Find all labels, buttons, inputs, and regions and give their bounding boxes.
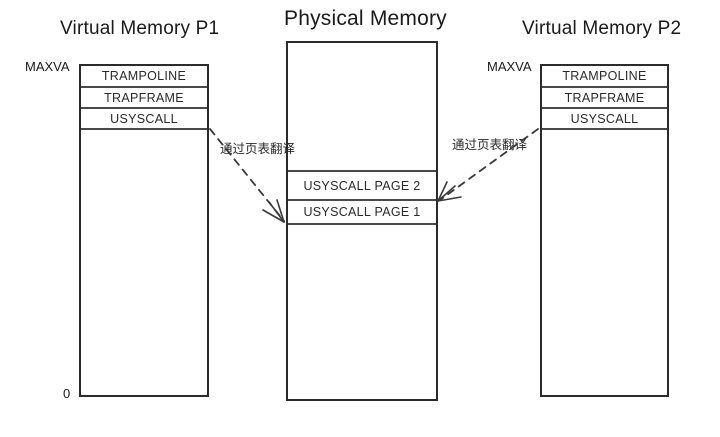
virtual-memory-p2-box: TRAMPOLINE TRAPFRAME USYSCALL xyxy=(540,64,669,397)
physical-memory-box: USYSCALL PAGE 2 USYSCALL PAGE 1 xyxy=(286,41,438,401)
physical-memory-title: Physical Memory xyxy=(284,7,447,30)
vm-p2-segment-usyscall: USYSCALL xyxy=(542,109,667,130)
maxva-label-p2: MAXVA xyxy=(487,59,532,74)
maxva-label-p1: MAXVA xyxy=(25,59,70,74)
pm-segment-usyscall-page-2: USYSCALL PAGE 2 xyxy=(288,170,436,201)
vm-p1-segment-usyscall: USYSCALL xyxy=(81,109,207,130)
vm-p2-segment-trampoline: TRAMPOLINE xyxy=(542,66,667,88)
vm-p1-segment-trampoline: TRAMPOLINE xyxy=(81,66,207,88)
vm-p1-segment-trapframe: TRAPFRAME xyxy=(81,88,207,109)
left-translation-annotation-label: 通过页表翻译 xyxy=(220,141,296,156)
right-translation-annotation-label: 通过页表翻译 xyxy=(452,137,528,152)
vm-p2-segment-trapframe: TRAPFRAME xyxy=(542,88,667,109)
zero-address-label-p1: 0 xyxy=(63,386,71,401)
virtual-memory-p1-title: Virtual Memory P1 xyxy=(60,18,220,39)
pm-segment-usyscall-page-1: USYSCALL PAGE 1 xyxy=(288,201,436,225)
virtual-memory-p1-box: TRAMPOLINE TRAPFRAME USYSCALL xyxy=(79,64,209,397)
virtual-memory-p2-title: Virtual Memory P2 xyxy=(522,18,682,39)
